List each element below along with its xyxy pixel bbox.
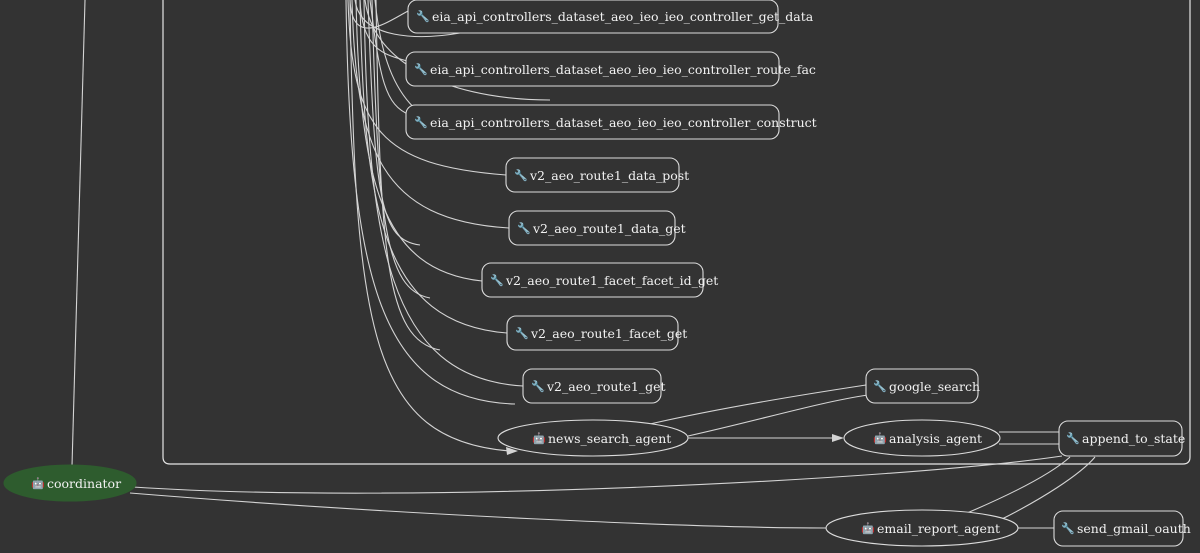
edge-bundle xyxy=(351,0,510,229)
tool-node[interactable]: 🔧 append_to_state xyxy=(1058,420,1185,457)
pipeline-cluster xyxy=(162,0,1191,465)
wrench-icon: 🔧 xyxy=(416,9,430,23)
wrench-icon: 🔧 xyxy=(414,62,428,76)
tool-label: eia_api_controllers_dataset_aeo_ieo_ieo_… xyxy=(430,115,817,130)
edge-bundle xyxy=(359,0,411,63)
agent-node-analysis[interactable]: 🤖 analysis_agent xyxy=(843,419,1001,457)
tool-node[interactable]: 🔧 v2_aeo_route1_data_get xyxy=(508,210,686,246)
tool-node[interactable]: 🔧 send_gmail_oauth xyxy=(1053,510,1191,547)
edge-bundle xyxy=(375,0,441,351)
robot-icon: 🤖 xyxy=(873,432,887,445)
edge-news-google-return xyxy=(687,394,869,437)
arrowhead xyxy=(832,434,844,442)
robot-icon: 🤖 xyxy=(532,432,546,445)
edge-bundle xyxy=(349,0,411,29)
tool-label: google_search xyxy=(889,379,980,394)
tool-node[interactable]: 🔧 eia_api_controllers_dataset_aeo_ieo_ie… xyxy=(407,0,814,34)
tool-label: v2_aeo_route1_get xyxy=(546,379,666,394)
edge-bundle xyxy=(359,0,508,334)
edge-coordinator-email xyxy=(129,492,827,529)
agent-node-coordinator[interactable]: 🤖 coordinator xyxy=(3,464,137,502)
tool-node[interactable]: 🔧 v2_aeo_route1_get xyxy=(522,368,666,404)
wrench-icon: 🔧 xyxy=(531,379,545,393)
tool-label: send_gmail_oauth xyxy=(1077,521,1191,536)
robot-icon: 🤖 xyxy=(31,477,45,490)
wrench-icon: 🔧 xyxy=(514,168,528,182)
wrench-icon: 🔧 xyxy=(517,221,531,235)
wrench-icon: 🔧 xyxy=(490,273,504,287)
edge-coordinator-append xyxy=(132,455,1063,494)
tool-label: append_to_state xyxy=(1082,431,1185,446)
wrench-icon: 🔧 xyxy=(1061,521,1075,535)
tool-node[interactable]: 🔧 eia_api_controllers_dataset_aeo_ieo_ie… xyxy=(405,104,817,140)
edge-coordinator-up xyxy=(71,0,86,467)
tool-node[interactable]: 🔧 eia_api_controllers_dataset_aeo_ieo_ie… xyxy=(405,51,816,87)
agent-label: email_report_agent xyxy=(877,521,1000,536)
wrench-icon: 🔧 xyxy=(1066,431,1080,445)
edge-bundle xyxy=(363,0,524,387)
edge-bundle xyxy=(345,0,516,405)
tool-label: v2_aeo_route1_facet_facet_id_get xyxy=(505,273,718,288)
agent-label: analysis_agent xyxy=(889,431,982,446)
edge-email-append xyxy=(959,456,1071,517)
tool-label: v2_aeo_route1_data_get xyxy=(532,221,686,236)
agent-label: coordinator xyxy=(47,476,121,491)
edge-bundle xyxy=(354,0,461,37)
edge-to-news-search xyxy=(349,0,511,452)
tool-label: eia_api_controllers_dataset_aeo_ieo_ieo_… xyxy=(432,9,814,24)
tool-node[interactable]: 🔧 google_search xyxy=(865,368,980,404)
tool-label: v2_aeo_route1_facet_get xyxy=(530,326,687,341)
agent-label: news_search_agent xyxy=(548,431,671,446)
tool-node[interactable]: 🔧 v2_aeo_route1_facet_facet_id_get xyxy=(481,262,718,298)
edges xyxy=(71,0,1096,529)
edge-bundle xyxy=(371,0,431,299)
robot-icon: 🤖 xyxy=(861,522,875,535)
agent-node-email-report[interactable]: 🤖 email_report_agent xyxy=(825,509,1019,547)
wrench-icon: 🔧 xyxy=(515,326,529,340)
wrench-icon: 🔧 xyxy=(414,115,428,129)
arrowhead xyxy=(506,447,518,455)
tool-node[interactable]: 🔧 v2_aeo_route1_data_post xyxy=(505,157,689,193)
agent-node-news-search[interactable]: 🤖 news_search_agent xyxy=(497,419,689,457)
tool-label: eia_api_controllers_dataset_aeo_ieo_ieo_… xyxy=(430,62,816,77)
tool-label: v2_aeo_route1_data_post xyxy=(529,168,689,183)
tool-node[interactable]: 🔧 v2_aeo_route1_facet_get xyxy=(506,315,687,351)
edge-news-google xyxy=(649,384,867,425)
edge-email-append-2 xyxy=(999,456,1096,521)
wrench-icon: 🔧 xyxy=(873,379,887,393)
